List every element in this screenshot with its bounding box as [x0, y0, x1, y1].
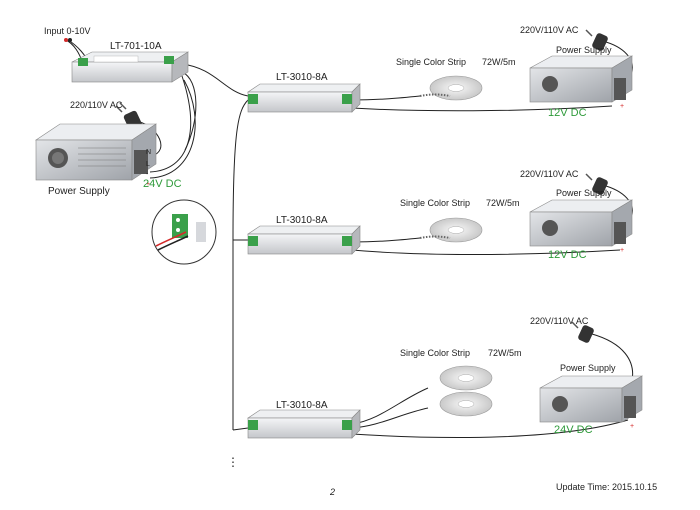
wire-r2-strip — [351, 237, 421, 243]
ac-1-label: 220V/110V AC — [520, 25, 579, 35]
mark-left-minus: - — [146, 171, 149, 178]
wire-dimmer-down — [181, 71, 197, 151]
wire-bus-3 — [232, 427, 249, 431]
mark-r1-plus: + — [620, 103, 624, 110]
strip-reel-1 — [419, 75, 483, 101]
update-time: Update Time: 2015.10.15 — [556, 482, 658, 492]
ctrl2-terminal-in-icon — [248, 236, 258, 246]
continuation-dots: ⋮ — [227, 455, 239, 469]
wire-r3-psu — [351, 419, 629, 438]
dc-3-label: 24V DC — [554, 424, 593, 436]
dimmer-device — [71, 51, 190, 83]
row-1 — [247, 29, 634, 113]
psu-left — [35, 123, 157, 181]
psu3-fan-icon — [552, 396, 568, 412]
row-2 — [247, 173, 634, 255]
terminal-marks: N L - + + + + — [146, 103, 634, 430]
dimmer-terminal-in-icon — [78, 58, 88, 66]
ac-3-label: 220V/110V AC — [530, 316, 589, 326]
psu2-fan-icon — [542, 220, 558, 236]
ac-label-left: 220/110V AC — [70, 100, 123, 110]
wire-r2-psu — [351, 249, 621, 255]
wire-r3-strip-bot — [351, 407, 429, 429]
ctrl1-terminal-in-icon — [248, 94, 258, 104]
ctrl3-terminal-in-icon — [248, 420, 258, 430]
ctrl3-terminal-out-icon — [342, 420, 352, 430]
controller-3 — [247, 409, 361, 439]
psu-left-vents-icon — [78, 147, 126, 167]
psu-left-dc-label: 24V DC — [143, 178, 182, 190]
wire-r1-psu — [351, 105, 613, 112]
strip-reel-3a — [439, 365, 493, 391]
psu2-terminal-icon — [614, 222, 626, 244]
controller-2 — [247, 225, 361, 255]
mark-r2-plus: + — [620, 247, 624, 254]
page-number: 2 — [330, 487, 336, 497]
wire-bus — [232, 99, 249, 430]
ac-2-label: 220V/110V AC — [520, 169, 579, 179]
wire-r3-strip-top — [351, 387, 429, 425]
psu-1-label: Power Supply — [556, 45, 612, 55]
ctrl2-terminal-out-icon — [342, 236, 352, 246]
mark-left-plus: + — [146, 181, 150, 188]
strip-reel-3b — [439, 391, 493, 417]
row-3 — [247, 321, 644, 439]
controller-1-label: LT-3010-8A — [276, 72, 328, 83]
ac-plug-1-icon — [585, 29, 608, 51]
ac-plug-2-icon — [585, 173, 608, 195]
dc-2-label: 12V DC — [548, 249, 587, 261]
mark-left-l: L — [146, 161, 150, 168]
controller-3-label: LT-3010-8A — [276, 400, 328, 411]
wire-r1-strip — [351, 95, 421, 101]
input-label: Input 0-10V — [44, 26, 91, 36]
psu-1 — [529, 55, 634, 103]
strip-reel-2 — [419, 217, 483, 243]
psu3-terminal-icon — [624, 396, 636, 418]
psu-3-label: Power Supply — [560, 363, 616, 373]
dimmer-terminal-out-icon — [164, 56, 174, 64]
strip-2-label: Single Color Strip — [400, 198, 471, 208]
terminal-detail-bubble — [151, 199, 217, 265]
strip-3-label: Single Color Strip — [400, 348, 471, 358]
psu-left-label: Power Supply — [48, 186, 110, 197]
wire-dimmer-to-ctrl1 — [181, 63, 249, 97]
dimmer-model-label: LT-701-10A — [110, 41, 162, 52]
wire-psu-left-to-dimmer — [149, 75, 192, 173]
controller-2-label: LT-3010-8A — [276, 215, 328, 226]
strip-1-power: 72W/5m — [482, 57, 516, 67]
psu-2-label: Power Supply — [556, 188, 612, 198]
strip-2-power: 72W/5m — [486, 198, 520, 208]
strip-1-label: Single Color Strip — [396, 57, 467, 67]
input-terminal-icon — [64, 38, 72, 42]
psu-3 — [539, 375, 644, 423]
controller-1 — [247, 83, 361, 113]
psu-2 — [529, 199, 634, 247]
strip-3-power: 72W/5m — [488, 348, 522, 358]
dc-1-label: 12V DC — [548, 107, 587, 119]
psu1-fan-icon — [542, 76, 558, 92]
wire-psu-left-to-dimmer-2 — [149, 79, 196, 179]
mark-r3-plus: + — [630, 423, 634, 430]
mark-left-n: N — [146, 149, 151, 156]
ctrl1-terminal-out-icon — [342, 94, 352, 104]
psu1-terminal-icon — [614, 78, 626, 100]
psu-left-terminal-icon — [134, 150, 148, 174]
ac-plug-3-icon — [571, 321, 594, 343]
